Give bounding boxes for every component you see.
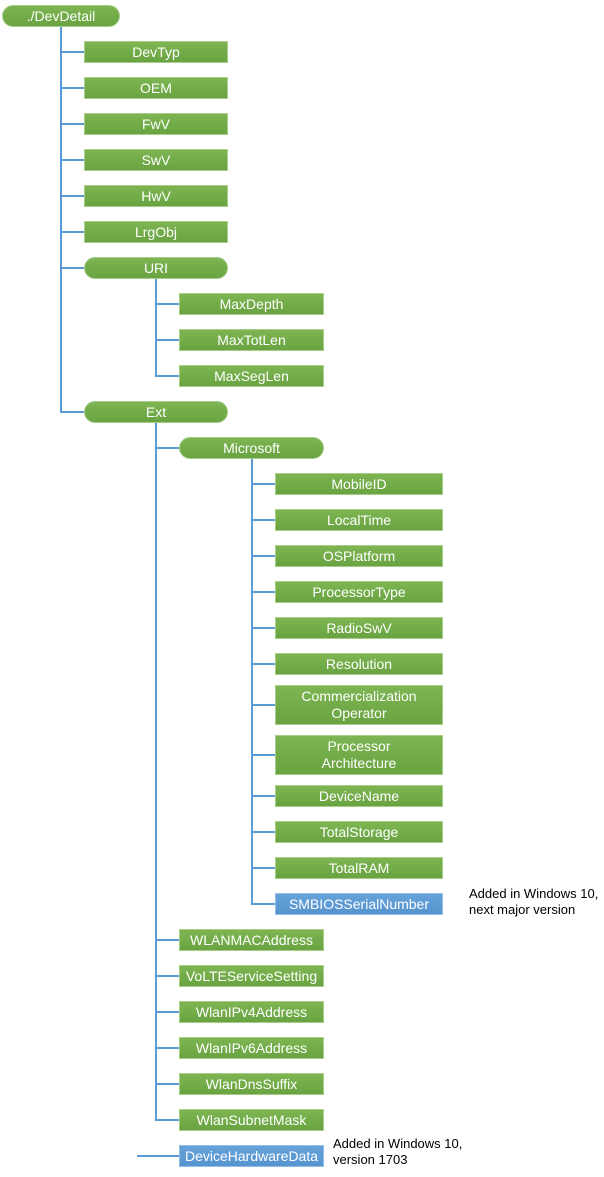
node-mobileid: MobileID: [275, 473, 443, 495]
connector-stub-devtyp: [60, 51, 84, 53]
node-commercialization-operator: Commercialization Operator: [275, 685, 443, 725]
node-processor-architecture: Processor Architecture: [275, 735, 443, 775]
node-maxtotlen: MaxTotLen: [179, 329, 324, 351]
connector-stub-fwv: [60, 123, 84, 125]
connector-stub-oem: [60, 87, 84, 89]
node-totalstorage: TotalStorage: [275, 821, 443, 843]
connector-stub-wlanmacaddress: [155, 939, 179, 941]
node-smbiosserialnumber: SMBIOSSerialNumber: [275, 893, 443, 915]
connector-stub-uri: [60, 267, 84, 269]
connector-stub-wlanipv4address: [155, 1011, 179, 1013]
connector-stub-wlandnssuffix: [155, 1083, 179, 1085]
connector-stub-maxtotlen: [155, 339, 179, 341]
connector-stub-maxseglen: [155, 375, 179, 377]
node-processortype: ProcessorType: [275, 581, 443, 603]
node-resolution: Resolution: [275, 653, 443, 675]
node-microsoft: Microsoft: [179, 437, 324, 459]
connector-stub-ext: [60, 411, 84, 413]
node-devicename: DeviceName: [275, 785, 443, 807]
node-devicehardwaredata: DeviceHardwareData: [179, 1145, 324, 1167]
connector-stub-processortype: [251, 591, 275, 593]
node-wlanipv4address: WlanIPv4Address: [179, 1001, 324, 1023]
node-localtime: LocalTime: [275, 509, 443, 531]
connector-trunk-ext: [155, 423, 157, 1121]
connector-stub-commercialization-operator: [251, 704, 275, 706]
node-hwv: HwV: [84, 185, 228, 207]
connector-stub-wlanipv6address: [155, 1047, 179, 1049]
node-radioswv: RadioSwV: [275, 617, 443, 639]
node-wlanipv6address: WlanIPv6Address: [179, 1037, 324, 1059]
connector-trunk-devdetail: [60, 27, 62, 413]
connector-stub-wlansubnetmask: [155, 1119, 179, 1121]
connector-stub-swv: [60, 159, 84, 161]
node-oem: OEM: [84, 77, 228, 99]
connector-trunk-microsoft: [251, 459, 253, 905]
connector-stub-processor-architecture: [251, 754, 275, 756]
node-devtyp: DevTyp: [84, 41, 228, 63]
connector-stub-resolution: [251, 663, 275, 665]
node-devdetail: ./DevDetail: [2, 5, 120, 27]
node-maxseglen: MaxSegLen: [179, 365, 324, 387]
node-wlanmacaddress: WLANMACAddress: [179, 929, 324, 951]
connector-stub-radioswv: [251, 627, 275, 629]
node-voltservicesetting: VoLTEServiceSetting: [179, 965, 324, 987]
annotation-smbiosserialnumber: Added in Windows 10, next major version: [469, 886, 599, 917]
connector-stub-localtime: [251, 519, 275, 521]
connector-stub-mobileid: [251, 483, 275, 485]
connector-stub-devicehardwaredata: [137, 1155, 179, 1157]
node-maxdepth: MaxDepth: [179, 293, 324, 315]
connector-stub-hwv: [60, 195, 84, 197]
node-uri: URI: [84, 257, 228, 279]
connector-stub-totalram: [251, 867, 275, 869]
connector-stub-microsoft: [155, 447, 179, 449]
connector-stub-devicename: [251, 795, 275, 797]
connector-stub-lrgobj: [60, 231, 84, 233]
node-ext: Ext: [84, 401, 228, 423]
connector-stub-voltservicesetting: [155, 975, 179, 977]
connector-stub-totalstorage: [251, 831, 275, 833]
node-osplatform: OSPlatform: [275, 545, 443, 567]
node-lrgobj: LrgObj: [84, 221, 228, 243]
node-swv: SwV: [84, 149, 228, 171]
connector-stub-maxdepth: [155, 303, 179, 305]
annotation-devicehardwaredata: Added in Windows 10, version 1703: [333, 1136, 463, 1167]
node-fwv: FwV: [84, 113, 228, 135]
connector-stub-smbiosserialnumber: [251, 903, 275, 905]
node-wlandnssuffix: WlanDnsSuffix: [179, 1073, 324, 1095]
node-totalram: TotalRAM: [275, 857, 443, 879]
connector-trunk-uri: [155, 279, 157, 377]
connector-stub-osplatform: [251, 555, 275, 557]
node-wlansubnetmask: WlanSubnetMask: [179, 1109, 324, 1131]
